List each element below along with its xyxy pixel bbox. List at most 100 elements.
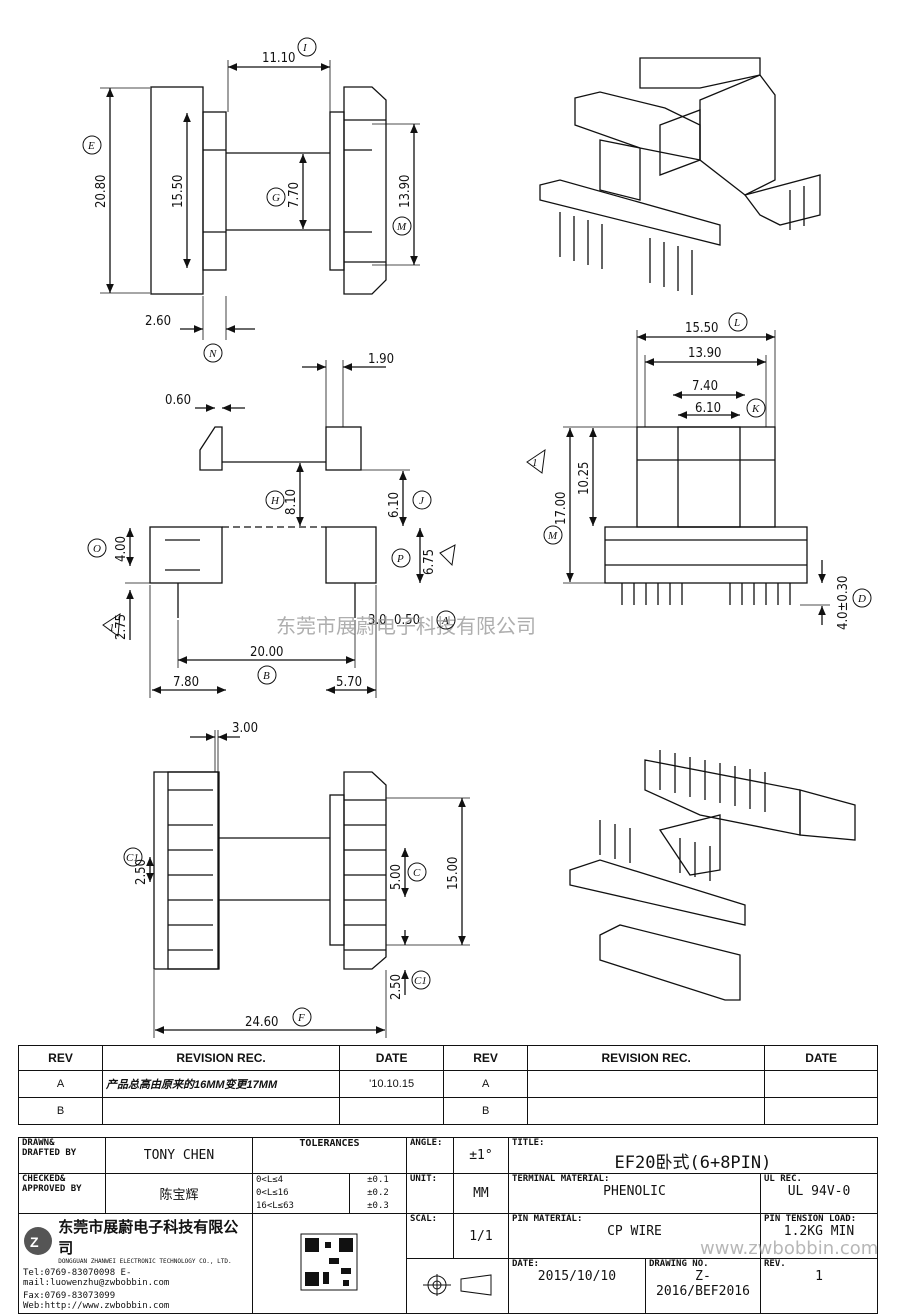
scale-label: SCAL: — [405, 1212, 454, 1260]
rev-b: B — [18, 1097, 103, 1125]
pin-material-label: PIN MATERIAL: — [511, 1214, 583, 1224]
ul-label: UL REC. — [764, 1174, 802, 1184]
watermark-url: www.zwbobbin.com — [700, 1238, 879, 1259]
unit-value: MM — [452, 1173, 509, 1214]
drawn-value: TONY CHEN — [105, 1137, 253, 1174]
callout-f: F — [297, 1012, 305, 1024]
rev-rec-header: REVISION REC. — [101, 1045, 341, 1071]
rev-label: REV. — [764, 1259, 786, 1270]
callout-c1a: C1 — [126, 852, 139, 864]
dim-end-1700: 17.00 — [554, 492, 569, 525]
dim-top-width: 11.10 — [262, 51, 295, 66]
tol-value-3: ±0.3 — [367, 1201, 389, 1211]
email: E-mail:luowenzhu@zwbobbin.com — [23, 1268, 170, 1288]
dim-side-275: 2.75 — [114, 614, 129, 640]
unit-label: UNIT: — [405, 1173, 454, 1214]
dim-bottom-300: 3.00 — [232, 721, 258, 736]
ul-value: UL 94V-0 — [787, 1184, 851, 1199]
callout-g: G — [272, 192, 280, 204]
revision-table: REV REVISION REC. DATE REV REVISION REC.… — [18, 1045, 878, 1125]
dim-side-570: 5.70 — [336, 675, 362, 690]
web: Web:http://www.zwbobbin.com — [23, 1301, 170, 1311]
checked-value: 陈宝辉 — [105, 1173, 253, 1214]
dim-side-050: 0.50 — [394, 613, 420, 628]
dim-end-610: 6.10 — [695, 401, 721, 416]
watermark-text: 东莞市展蔚电子科技有限公司 — [276, 614, 536, 638]
pin-material-value: CP WIRE — [607, 1224, 662, 1239]
end-view — [526, 330, 830, 625]
bottom-view — [146, 730, 470, 1038]
terminal-label: TERMINAL MATERIAL: — [511, 1174, 610, 1184]
callout-h: H — [270, 495, 280, 507]
terminal-value: PHENOLIC — [603, 1184, 666, 1199]
callout-p: P — [396, 553, 404, 565]
iso-view-bottom — [569, 750, 856, 1001]
dim-bottom-250a: 2.50 — [134, 859, 149, 885]
table-row: B B — [18, 1097, 878, 1125]
tension-label: PIN TENSION LOAD: — [764, 1214, 857, 1224]
rev-a-rec-2 — [527, 1070, 766, 1098]
qr-code-icon — [300, 1233, 358, 1291]
dim-end-740: 7.40 — [692, 379, 718, 394]
drawing-no-value: Z-2016/BEF2016 — [656, 1269, 750, 1300]
rev-header-2: REV — [443, 1045, 529, 1071]
dim-side-780: 7.80 — [173, 675, 199, 690]
rev-b-rec-2 — [527, 1097, 766, 1125]
dim-side-190: 1.90 — [368, 352, 394, 367]
rev-rec-header-2: REVISION REC. — [527, 1045, 766, 1071]
tol-range-3: 16<L≤63 — [256, 1201, 294, 1211]
rev-b-date-2 — [764, 1097, 878, 1125]
callout-j: J — [419, 495, 425, 507]
callout-m-top: M — [396, 221, 407, 233]
title-value: EF20卧式(6+8PIN) — [614, 1153, 772, 1173]
callout-o: O — [93, 543, 101, 555]
tension-value: 1.2KG MIN — [783, 1224, 855, 1239]
date-header-2: DATE — [764, 1045, 878, 1071]
checked-label: CHECKED& APPROVED BY — [18, 1173, 106, 1214]
dim-side-810: 8.10 — [284, 489, 299, 515]
rev-a-date: '10.10.15 — [339, 1070, 445, 1098]
date-value: 2015/10/10 — [537, 1269, 617, 1285]
dim-top-left: 2.60 — [145, 314, 171, 329]
dim-side-400: 4.00 — [114, 536, 129, 562]
dim-bottom-2460: 24.60 — [245, 1015, 278, 1030]
rev-b-date — [339, 1097, 445, 1125]
dim-side-610: 6.10 — [387, 492, 402, 518]
company-name-en: DONGGUAN ZHANWEI ELECTRONIC TECHNOLOGY C… — [58, 1258, 232, 1265]
dim-side-675: 6.75 — [422, 549, 437, 575]
rev-a: A — [18, 1070, 103, 1098]
svg-text:Z: Z — [30, 1234, 39, 1250]
dim-top-inner: 15.50 — [171, 175, 186, 208]
tol-range-1: 0<L≤4 — [256, 1175, 284, 1185]
callout-c1b: C1 — [414, 975, 427, 987]
dim-top-core: 7.70 — [287, 182, 302, 208]
table-row: A 产品总高由原来的16MM变更17MM '10.10.15 A — [18, 1070, 878, 1098]
callout-n: N — [208, 348, 217, 360]
callout-c: C — [413, 867, 421, 879]
technical-drawing: 11.10 20.80 15.50 7.70 13.90 2.60 1.90 0… — [82, 37, 872, 1038]
top-view — [100, 60, 420, 340]
dim-side-060: 0.60 — [165, 393, 191, 408]
dim-side-2000: 20.00 — [250, 645, 283, 660]
callout-m-end: M — [547, 530, 558, 542]
rev-a-date-2 — [764, 1070, 878, 1098]
rev-value: 1 — [815, 1269, 823, 1285]
rev-b-rec — [101, 1097, 341, 1125]
callout-b: B — [263, 670, 270, 682]
company-logo-icon: Z — [24, 1226, 52, 1255]
flag-side: 1 — [109, 622, 115, 634]
dim-end-pin: 4.0±0.30 — [836, 576, 851, 630]
callout-k: K — [751, 403, 760, 415]
title-block: DRAWN& DRAFTED BY TONY CHEN TOLERANCES A… — [18, 1137, 879, 1314]
callout-d: D — [857, 593, 866, 605]
rev-b-2: B — [443, 1097, 529, 1125]
callout-e: E — [87, 140, 95, 152]
dim-bottom-250b: 2.50 — [389, 974, 404, 1000]
dim-end-1390: 13.90 — [688, 346, 721, 361]
dim-side-30: 3.0 — [368, 613, 387, 628]
drawing-no-label: DRAWING NO. — [648, 1259, 709, 1270]
company-name-cn: 东莞市展蔚电子科技有限公司 — [58, 1218, 239, 1257]
rev-a-2: A — [443, 1070, 529, 1098]
drawn-label: DRAWN& DRAFTED BY — [18, 1137, 106, 1174]
dim-end-1025: 10.25 — [577, 462, 592, 495]
